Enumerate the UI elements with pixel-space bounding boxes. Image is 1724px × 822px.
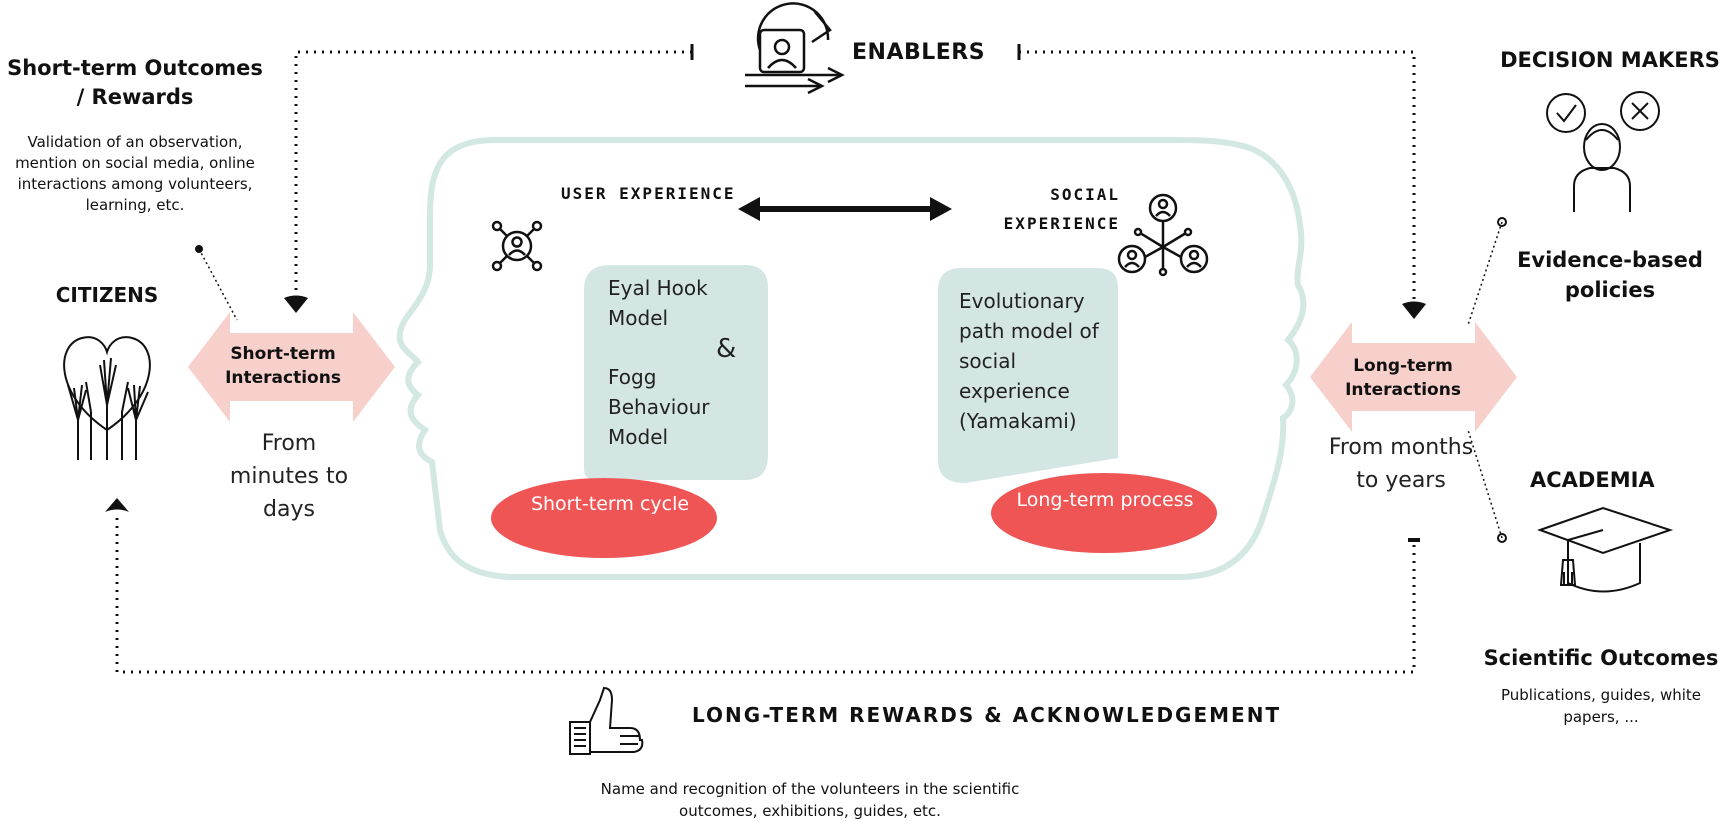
- short-term-cycle-label: Short-term cycle: [530, 493, 690, 515]
- citizens-label: CITIZENS: [55, 283, 159, 307]
- scientific-outcomes-desc: Publications, guides, white papers, ...: [1500, 686, 1702, 726]
- eyal-hook-model: Eyal Hook Model: [608, 276, 708, 330]
- long-term-rewards-desc: Name and recognition of the volunteers i…: [600, 780, 1020, 820]
- models-ampersand: &: [716, 334, 737, 364]
- long-term-span: From months to years: [1328, 435, 1474, 493]
- rewards-connector: [115, 514, 1420, 674]
- short-term-outcomes-desc: Validation of an observation, mention on…: [15, 133, 255, 214]
- user-network-icon: [491, 220, 543, 272]
- decision-makers-label: DECISION MAKERS: [1500, 48, 1720, 72]
- arrowhead-short-term: [284, 295, 308, 313]
- long-term-interactions-label: Long-term Interactions: [1345, 356, 1461, 400]
- long-term-process-label: Long-term process: [1016, 489, 1194, 511]
- social-models-box: [938, 268, 1118, 483]
- user-models-box: [584, 265, 768, 480]
- raised-hands-heart-icon: [63, 336, 151, 460]
- outcomes-pointer: [195, 245, 238, 321]
- academia-label: ACADEMIA: [1530, 468, 1655, 492]
- enablers-connector-left: [294, 44, 694, 296]
- enablers-connector-right: [1017, 44, 1416, 302]
- short-term-arrow: [188, 312, 395, 422]
- arrowhead-citizens: [105, 498, 129, 512]
- evidence-based-policies-label: Evidence-based policies: [1517, 248, 1703, 302]
- graduation-cap-icon: [1537, 506, 1674, 593]
- short-term-interactions-label: Short-term Interactions: [225, 344, 341, 388]
- short-term-span: From minutes to days: [229, 431, 349, 522]
- thumbs-up-icon: [569, 686, 644, 755]
- long-term-arrow: [1310, 322, 1517, 432]
- social-people-icon: [1117, 193, 1209, 277]
- short-term-cycle-pill: [491, 478, 717, 558]
- social-experience-label: SOCIAL EXPERIENCE: [1003, 185, 1120, 233]
- scientific-outcomes-title: Scientific Outcomes: [1483, 646, 1719, 670]
- cycle-person-icon: [745, 2, 845, 95]
- fogg-behaviour-model: Fogg Behaviour Model: [608, 365, 710, 449]
- decision-makers-pointer: [1467, 217, 1507, 326]
- long-term-rewards-title: LONG-TERM REWARDS & ACKNOWLEDGEMENT: [692, 703, 1282, 727]
- short-term-outcomes-title: Short-term Outcomes / Rewards: [7, 56, 263, 109]
- head-outline: [396, 137, 1307, 580]
- experience-link-arrow: [738, 197, 952, 221]
- long-term-process-pill: [991, 473, 1217, 553]
- decision-person-icon: [1546, 91, 1660, 212]
- arrowhead-long-term: [1402, 301, 1426, 319]
- enablers-label: ENABLERS: [852, 40, 986, 65]
- academia-pointer: [1467, 429, 1507, 543]
- yamakami-model: Evolutionary path model of social experi…: [959, 289, 1099, 433]
- user-experience-label: USER EXPERIENCE: [561, 184, 736, 203]
